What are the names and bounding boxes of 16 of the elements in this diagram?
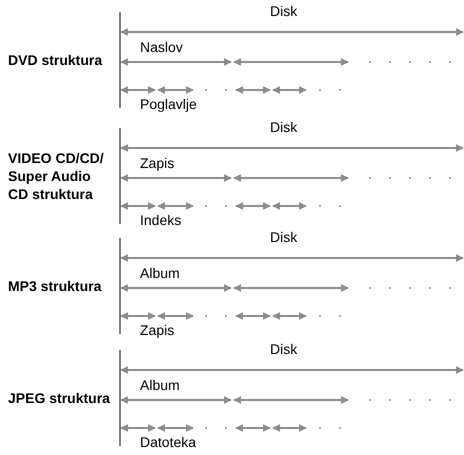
level-label: Disk	[270, 229, 298, 245]
level-label: Zapis	[140, 322, 174, 338]
level-label: Disk	[270, 341, 298, 357]
format-heading: DVD struktura	[8, 51, 102, 69]
format-heading: VIDEO CD/CD/ Super Audio CD struktura	[8, 149, 105, 203]
level-label: Album	[140, 377, 180, 393]
level-label: Disk	[270, 3, 298, 19]
level-label: Naslov	[140, 39, 183, 55]
level-label: Album	[140, 265, 180, 281]
format-heading: JPEG struktura	[8, 389, 110, 407]
level-label: Datoteka	[140, 434, 196, 450]
level-label: Poglavlje	[140, 96, 197, 112]
format-heading: MP3 struktura	[8, 277, 102, 295]
level-label: Indeks	[140, 212, 182, 228]
level-label: Zapis	[140, 155, 174, 171]
level-label: Disk	[270, 119, 298, 135]
